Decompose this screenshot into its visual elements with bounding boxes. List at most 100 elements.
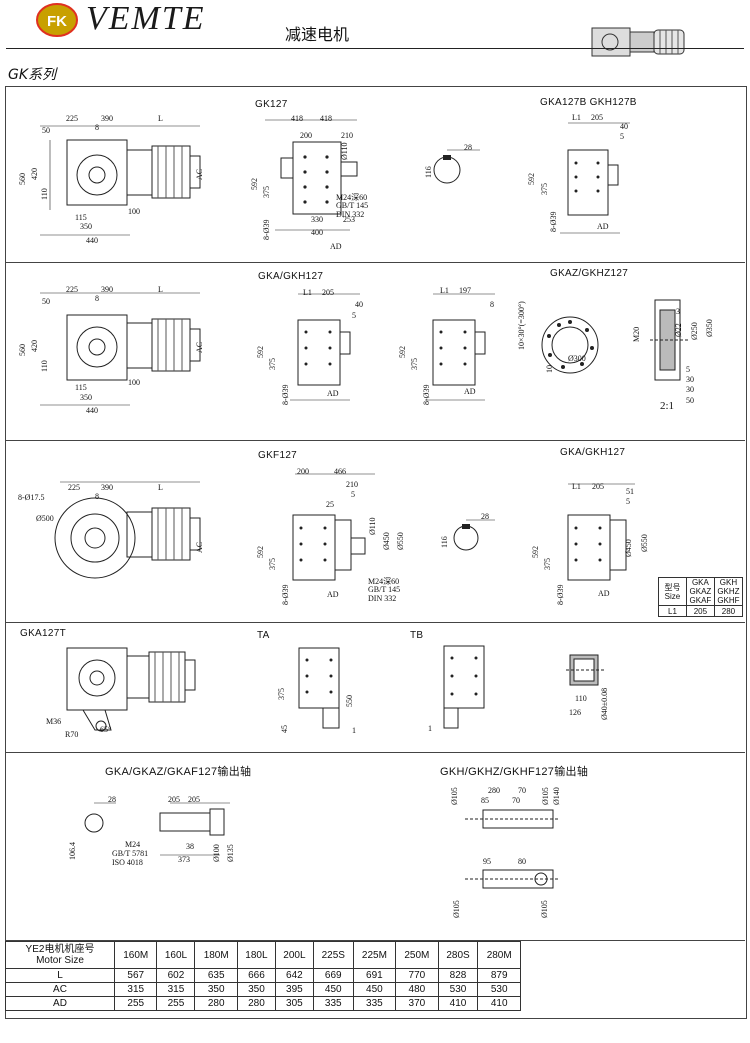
motor-size-cell: 250M xyxy=(395,941,439,969)
dim-label: 70 xyxy=(512,796,520,805)
table-cell: 410 xyxy=(477,996,521,1011)
table-cell: 255 xyxy=(156,996,196,1011)
hollow-shaft-view xyxy=(290,293,360,401)
dim-label: 65° xyxy=(100,725,112,734)
dim-label: 420 xyxy=(30,340,39,352)
dim-label: 110 xyxy=(40,188,49,200)
dim-label: ISO 4018 xyxy=(112,858,143,867)
table-cell: 395 xyxy=(274,982,314,997)
dim-label: AC xyxy=(195,341,204,353)
dim-label: 375 xyxy=(543,558,552,570)
dim-label: L1 xyxy=(572,482,581,491)
dim-label: 8-Ø39 xyxy=(422,384,431,405)
size-table-header: GKH GKHZ GKHF xyxy=(713,577,744,606)
dim-label: 38 xyxy=(186,842,194,851)
view-title: GKA/GKAZ/GKAF127输出轴 xyxy=(105,766,252,778)
dim-label: 115 xyxy=(75,213,87,222)
dim-label: 5 xyxy=(620,132,624,141)
motor-size-cell: 225S xyxy=(312,941,354,969)
motor-size-cell: 180M xyxy=(194,941,238,969)
table-cell: 335 xyxy=(352,996,397,1011)
drawing-frame xyxy=(5,86,747,1019)
dim-label: 253 xyxy=(343,215,355,224)
dim-label: 205 xyxy=(592,482,604,491)
rubber-bushing-section xyxy=(566,654,606,686)
table-cell: 530 xyxy=(477,982,521,997)
section-divider xyxy=(5,752,745,753)
dim-label: DIN 332 xyxy=(368,594,397,603)
table-cell: 666 xyxy=(236,968,276,983)
dim-label: 205 xyxy=(188,795,200,804)
dim-label: 592 xyxy=(531,546,540,558)
dim-label: AD xyxy=(597,222,609,231)
front-view xyxy=(265,119,358,231)
brand-logo: FK xyxy=(36,3,78,37)
table-cell: 315 xyxy=(113,982,158,997)
logo-text: FK xyxy=(47,13,67,30)
motor-size-cell: 160M xyxy=(113,941,158,969)
hollow-output-shaft xyxy=(465,809,560,889)
dim-label: R70 xyxy=(65,730,79,739)
dim-label: 390 xyxy=(101,483,113,492)
shrink-disc-flange xyxy=(541,316,599,374)
dim-label: 70 xyxy=(518,786,526,795)
dim-label: Ø550 xyxy=(640,534,649,552)
table-cell: 305 xyxy=(274,996,314,1011)
dim-label: L xyxy=(158,285,163,294)
gearmotor-illustration xyxy=(591,27,685,57)
table-cell: 255 xyxy=(113,996,158,1011)
dim-label: 375 xyxy=(268,358,277,370)
table-cell: 530 xyxy=(437,982,479,997)
dim-label: 10×30°(=300°) xyxy=(517,301,526,350)
motor-size-cell: 160L xyxy=(156,941,196,969)
dim-label: M24深60 xyxy=(368,577,400,586)
dim-label: 375 xyxy=(277,688,286,700)
dim-label: 8 xyxy=(95,492,99,501)
dim-label: Ø550 xyxy=(396,532,405,550)
table-cell: 335 xyxy=(312,996,354,1011)
view-title: GKA127B GKH127B xyxy=(540,97,637,108)
dim-label: AC xyxy=(195,168,204,180)
dim-label: 8-Ø17.5 xyxy=(18,493,45,502)
table-cell: 480 xyxy=(395,982,439,997)
table-cell: 691 xyxy=(352,968,397,983)
size-table: 型号 Size GKA GKAZ GKAF GKH GKHZ GKHF L1 2… xyxy=(658,577,744,617)
dim-label: 375 xyxy=(262,186,271,198)
dim-label: 5 xyxy=(626,497,630,506)
size-table-header: GKA GKAZ GKAF xyxy=(685,577,715,606)
size-table-header: 型号 Size xyxy=(658,577,687,606)
dim-label: Ø110 xyxy=(340,142,349,160)
series-label: GK系列 xyxy=(8,67,57,83)
view-title: GKA127T xyxy=(20,628,67,639)
torque-arm-gearmotor xyxy=(66,647,196,732)
dim-label: 8-Ø39 xyxy=(556,584,565,605)
dim-label: 592 xyxy=(256,346,265,358)
hollow-shaft-view xyxy=(560,122,630,234)
motor-size-cell: 280S xyxy=(437,941,479,969)
dim-label: 280 xyxy=(488,786,500,795)
dim-label: 50 xyxy=(42,297,50,306)
row-label: AD xyxy=(5,996,115,1011)
table-cell: 450 xyxy=(352,982,397,997)
dim-label: 80 xyxy=(518,857,526,866)
dim-label: 466 xyxy=(334,467,346,476)
dim-label: GB/T 5781 xyxy=(112,849,149,858)
dim-label: DIN 332 xyxy=(336,210,365,219)
dim-label: 8-Ø39 xyxy=(262,219,271,240)
dim-label: 350 xyxy=(80,222,92,231)
dim-label: L1 xyxy=(572,113,581,122)
dim-label: 25 xyxy=(326,500,334,509)
dim-label: Ø105 xyxy=(540,900,549,918)
view-title: GKH/GKHZ/GKHF127输出轴 xyxy=(440,766,589,778)
dim-label: 28 xyxy=(464,143,472,152)
dim-label: 205 xyxy=(591,113,603,122)
table-cell: 280 xyxy=(236,996,276,1011)
dim-label: 205 xyxy=(168,795,180,804)
dim-label: 592 xyxy=(398,346,407,358)
table-cell: 770 xyxy=(395,968,439,983)
dim-label: 225 xyxy=(66,285,78,294)
torque-arm-ta-view xyxy=(298,647,340,729)
dim-label: Ø22 xyxy=(674,323,683,337)
dim-label: 592 xyxy=(527,173,536,185)
dim-label: Ø110 xyxy=(368,517,377,535)
